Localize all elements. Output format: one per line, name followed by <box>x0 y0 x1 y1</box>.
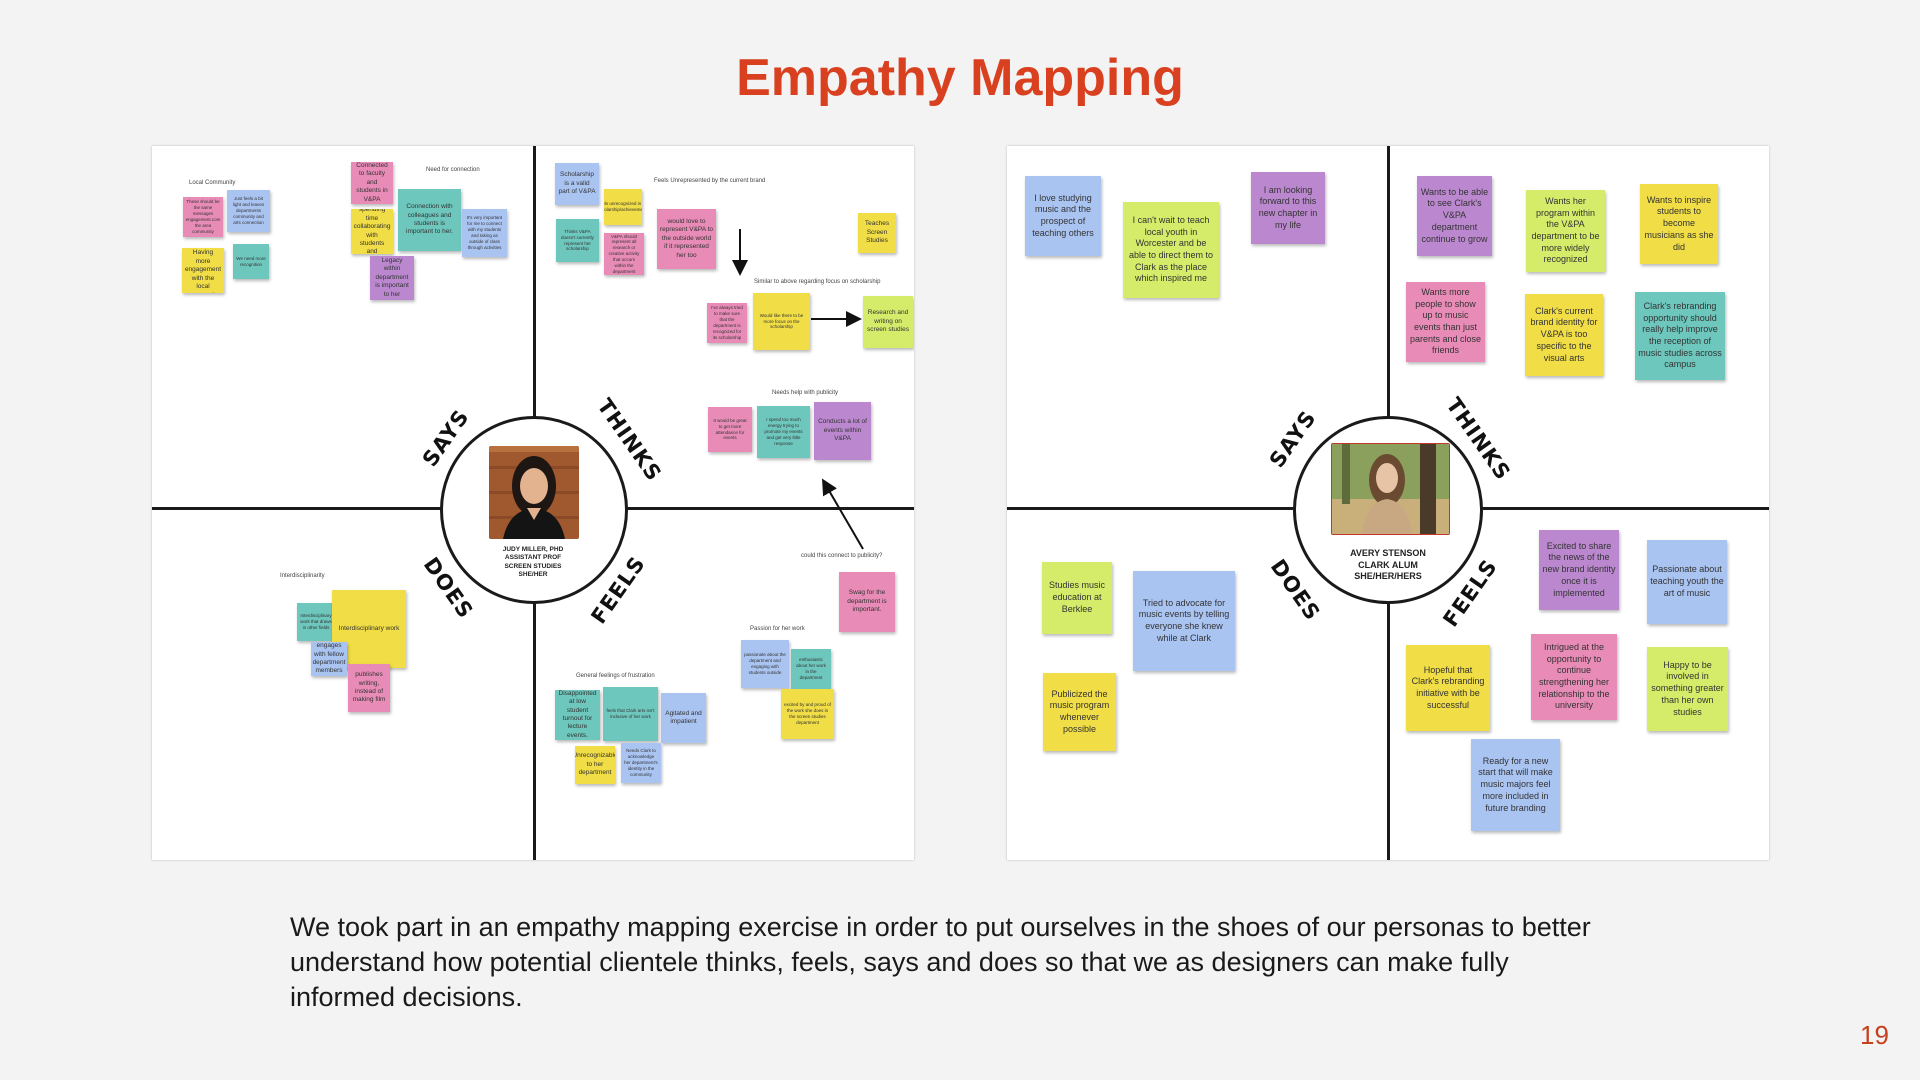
sticky-note: engages with fellow department members <box>311 642 347 676</box>
sticky-note: Agitated and impatient <box>661 693 706 743</box>
sticky-note: excited by and proud of the work she doe… <box>781 689 834 739</box>
sticky-note: feels that Clark arts isn't inclusive of… <box>603 687 658 741</box>
sticky-note: Ready for a new start that will make mus… <box>1471 739 1560 831</box>
sticky-note: It's very important for me to connect wi… <box>462 209 507 257</box>
label-local-community: Local Community <box>189 180 236 186</box>
sticky-note: I can't wait to teach local youth in Wor… <box>1123 202 1219 298</box>
sticky-note: V&PA should represent all research or cr… <box>604 233 644 275</box>
sticky-note: I am looking forward to this new chapter… <box>1251 172 1325 244</box>
sticky-note: Swag for the department is important. <box>839 572 895 632</box>
sticky-note: Connected to faculty and students in V&P… <box>351 162 393 204</box>
label-similar: Similar to above regarding focus on scho… <box>754 279 881 285</box>
sticky-note: I love studying music and the prospect o… <box>1025 176 1101 256</box>
arrows <box>732 229 864 550</box>
sticky-note: Research and writing on screen studies <box>863 296 913 348</box>
persona-caption: AVERY STENSON CLARK ALUM SHE/HER/HERS <box>1303 548 1473 583</box>
sticky-note: Unrecognizable to her department <box>575 746 615 784</box>
sticky-note: These should be the same messages engage… <box>183 197 223 237</box>
label-publicity: Needs help with publicity <box>772 390 839 396</box>
sticky-note: I spend too much energy trying to promot… <box>757 406 810 458</box>
sticky-note: Needs Clark to acknowledge her departmen… <box>621 743 661 783</box>
sticky-note: passionate about the department and enga… <box>741 640 789 688</box>
sticky-note: I love spending time collaborating with … <box>351 209 393 254</box>
sticky-note: Intrigued at the opportunity to continue… <box>1531 634 1617 720</box>
persona-pronouns: SHE/HER/HERS <box>1354 571 1422 582</box>
sticky-note: I've always tried to make sure that the … <box>707 303 747 343</box>
label-interdisciplinarity: Interdisciplinarity <box>280 573 325 579</box>
sticky-note: Connection with colleagues and students … <box>398 189 461 251</box>
label-passion: Passion for her work <box>750 626 805 632</box>
sticky-note: Feels unrecognized in her scholarship/ac… <box>604 189 642 225</box>
sticky-note: Wants to be able to see Clark's V&PA dep… <box>1417 176 1492 256</box>
sticky-note: Passionate about teaching youth the art … <box>1647 540 1727 624</box>
sticky-note: Disappointed at low student turnout for … <box>555 690 600 740</box>
sticky-note: Clark's current brand identity for V&PA … <box>1525 294 1603 376</box>
sticky-note: Clark's rebranding opportunity should re… <box>1635 292 1725 380</box>
sticky-note: would love to represent V&PA to the outs… <box>657 209 716 269</box>
arrow-up <box>821 478 864 550</box>
sticky-note: Conducts a lot of events within V&PA <box>814 402 871 460</box>
label-unrepresented: Feels Unrepresented by the current brand <box>654 178 766 184</box>
sticky-note: Tried to advocate for music events by te… <box>1133 571 1235 671</box>
sticky-note: Scholarship is a valid part of V&PA <box>555 163 599 205</box>
description-text: We took part in an empathy mapping exerc… <box>290 912 1591 1013</box>
sticky-note: Just feels a bit light and leaves depart… <box>227 190 270 232</box>
label-need-connection: Need for connection <box>426 167 480 173</box>
persona-photo-judy <box>489 446 579 539</box>
empathy-map-avery: AVERY STENSON CLARK ALUM SHE/HER/HERS SA… <box>1007 146 1769 860</box>
sticky-note: Thinks V&PA doesn't currently represent … <box>556 219 599 262</box>
persona-role: CLARK ALUM <box>1358 559 1418 570</box>
sticky-note: Publicized the music program whenever po… <box>1043 673 1116 751</box>
empathy-map-judy: JUDY MILLER, PHD ASSISTANT PROF SCREEN S… <box>152 146 914 860</box>
sticky-note: Interdisciplinary work that draws in oth… <box>297 603 335 641</box>
sticky-note: enthusiastic about her work in the depar… <box>791 649 831 689</box>
sticky-note: Wants her program within the V&PA depart… <box>1526 190 1605 272</box>
sticky-note: Teaches Screen Studies <box>858 213 896 253</box>
sticky-note: We need more recognition <box>233 244 269 279</box>
sticky-note: Excited to share the news of the new bra… <box>1539 530 1619 610</box>
sticky-note: Happy to be involved in something greate… <box>1647 647 1728 731</box>
sticky-note: Feels like Having more engagement with t… <box>182 248 224 293</box>
label-connect-publicity: could this connect to publicity? <box>801 553 883 559</box>
persona-department: SCREEN STUDIES <box>504 562 562 570</box>
page-title: Empathy Mapping <box>736 49 1184 107</box>
page-number: 19 <box>1860 1020 1889 1050</box>
sticky-note: publishes writing, instead of making fil… <box>348 664 390 712</box>
persona-role: ASSISTANT PROF <box>504 554 562 562</box>
sticky-note: Wants more people to show up to music ev… <box>1406 282 1485 362</box>
sticky-note: Hopeful that Clark's rebranding initiati… <box>1406 645 1490 731</box>
persona-name: JUDY MILLER, PHD <box>502 546 564 553</box>
persona-name: AVERY STENSON <box>1350 548 1426 558</box>
sticky-note: Legacy within department is important to… <box>370 256 414 300</box>
label-frustration: General feelings of frustration <box>576 673 655 679</box>
sticky-note: It would be great to get more attendance… <box>708 407 752 452</box>
persona-photo-avery <box>1331 443 1450 535</box>
sticky-note: Wants to inspire students to become musi… <box>1640 184 1718 264</box>
persona-pronouns: SHE/HER <box>518 571 548 579</box>
persona-caption: JUDY MILLER, PHD ASSISTANT PROF SCREEN S… <box>452 546 614 580</box>
sticky-note: Studies music education at Berklee <box>1042 562 1112 634</box>
sticky-note: Would like there to be more focus on the… <box>753 293 810 350</box>
